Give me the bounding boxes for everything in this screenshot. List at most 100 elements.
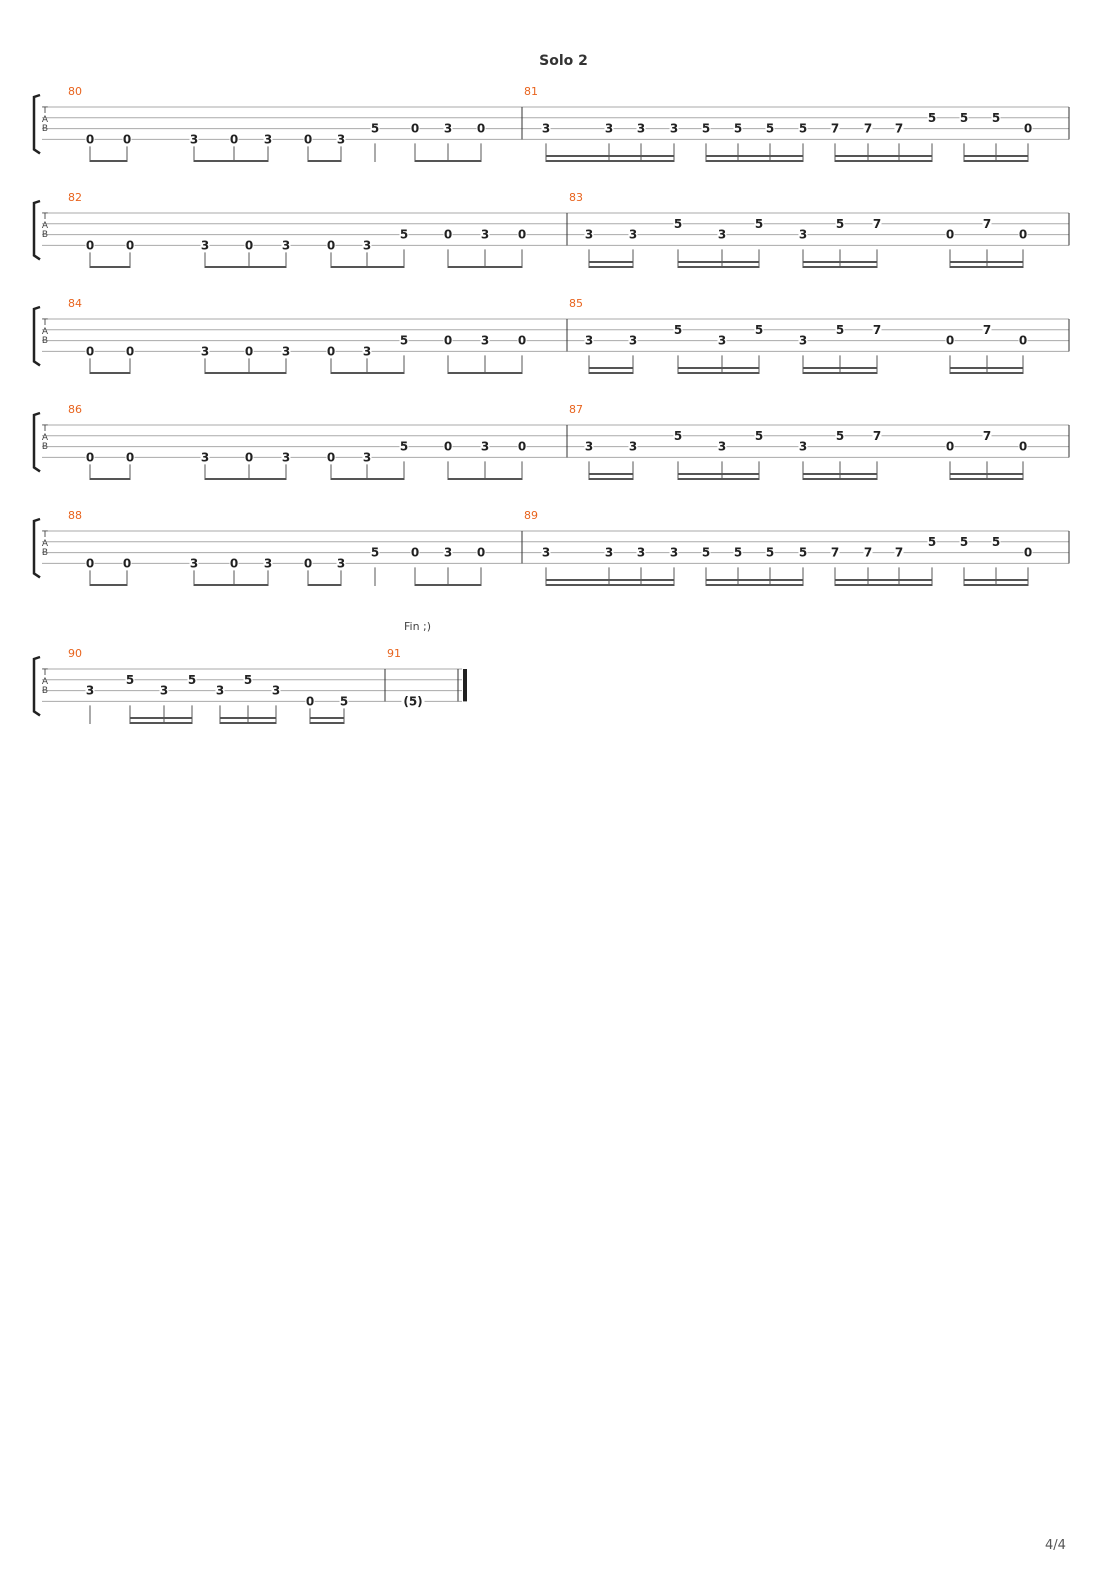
fret-bg <box>717 228 727 241</box>
tab-clef-letter: B <box>42 548 48 558</box>
score-title: Solo 2 <box>539 53 588 69</box>
fret-number: 5 <box>674 429 682 443</box>
fret-number: 5 <box>836 217 844 231</box>
fret-number: 5 <box>674 323 682 337</box>
fret-number: 3 <box>160 684 168 698</box>
beam <box>331 478 404 480</box>
beam <box>950 266 1023 268</box>
fret-number: 5 <box>734 122 742 136</box>
fret-bg <box>85 684 95 697</box>
fret-bg <box>673 429 683 442</box>
beam-secondary <box>803 473 877 475</box>
fret-bg <box>945 334 955 347</box>
fret-bg <box>443 546 453 559</box>
tab-clef-letter: T <box>41 424 48 434</box>
fret-number: 0 <box>86 450 94 464</box>
fret-bg <box>798 122 808 135</box>
fret-number: 3 <box>86 684 94 698</box>
fret-number: 0 <box>304 556 312 570</box>
fret-number: 3 <box>190 556 198 570</box>
fret-bg <box>229 557 239 570</box>
beam-secondary <box>678 473 759 475</box>
fret-bg <box>85 557 95 570</box>
fret-bg <box>85 451 95 464</box>
fret-bg <box>945 440 955 453</box>
fret-bg <box>959 111 969 124</box>
fret-number: 7 <box>864 122 872 136</box>
fret-bg <box>982 323 992 336</box>
fret-bg <box>480 228 490 241</box>
page-number: 4/4 <box>1045 1538 1066 1553</box>
fret-number: 3 <box>264 132 272 146</box>
fret-number: 0 <box>245 238 253 252</box>
beam <box>706 584 803 586</box>
fret-bg <box>281 345 291 358</box>
tab-clef-letter: A <box>42 115 49 125</box>
beam-secondary <box>546 579 674 581</box>
fret-bg <box>281 239 291 252</box>
fret-bg <box>798 228 808 241</box>
beam-secondary <box>706 579 803 581</box>
beam-secondary <box>950 473 1023 475</box>
fret-bg <box>243 673 253 686</box>
fret-bg <box>187 673 197 686</box>
final-barline-thick <box>463 669 467 702</box>
fret-bg <box>362 345 372 358</box>
fret-bg <box>835 323 845 336</box>
fret-number: 5 <box>674 217 682 231</box>
beam <box>90 478 130 480</box>
fret-number: 3 <box>444 546 452 560</box>
fret-number: 3 <box>201 450 209 464</box>
beam <box>205 266 286 268</box>
fret-bg <box>122 557 132 570</box>
fret-number: 5 <box>400 228 408 242</box>
beam <box>803 266 877 268</box>
fret-bg <box>85 345 95 358</box>
fret-number: 3 <box>444 122 452 136</box>
system-bracket <box>32 93 41 155</box>
fret-number: 5 <box>702 546 710 560</box>
fret-bg <box>604 546 614 559</box>
fret-bg <box>85 239 95 252</box>
fret-number: 7 <box>895 122 903 136</box>
fret-number: 7 <box>873 217 881 231</box>
fret-bg <box>410 546 420 559</box>
fret-bg <box>636 122 646 135</box>
fret-bg <box>263 133 273 146</box>
fret-bg <box>872 323 882 336</box>
fret-bg <box>754 217 764 230</box>
fret-bg <box>894 122 904 135</box>
fret-bg <box>584 334 594 347</box>
fret-number: 7 <box>983 429 991 443</box>
fret-number: 0 <box>230 132 238 146</box>
measure-number: 91 <box>387 647 401 660</box>
fret-number: 5 <box>799 546 807 560</box>
fret-bg <box>982 429 992 442</box>
fret-number: 5 <box>928 111 936 125</box>
fret-bg <box>370 546 380 559</box>
fret-number: 0 <box>123 132 131 146</box>
fret-bg <box>399 334 409 347</box>
tab-clef-letter: T <box>41 530 48 540</box>
fret-number: 0 <box>327 450 335 464</box>
beam <box>546 584 674 586</box>
tab-clef-letter: B <box>42 336 48 346</box>
fret-number: 5 <box>836 323 844 337</box>
fret-number: 0 <box>946 228 954 242</box>
beam-secondary <box>950 261 1023 263</box>
beam <box>310 722 344 724</box>
tab-clef-letter: A <box>42 327 49 337</box>
fret-number: 0 <box>306 694 314 708</box>
fret-number: 3 <box>282 238 290 252</box>
fret-number: 5 <box>766 122 774 136</box>
measure-number: 83 <box>569 191 583 204</box>
beam <box>835 584 932 586</box>
tab-clef-letter: A <box>42 433 49 443</box>
fret-bg <box>443 122 453 135</box>
fret-bg <box>410 122 420 135</box>
beam <box>950 478 1023 480</box>
fret-bg <box>263 557 273 570</box>
beam <box>308 584 341 586</box>
fret-bg <box>604 122 614 135</box>
fret-number: 7 <box>983 323 991 337</box>
